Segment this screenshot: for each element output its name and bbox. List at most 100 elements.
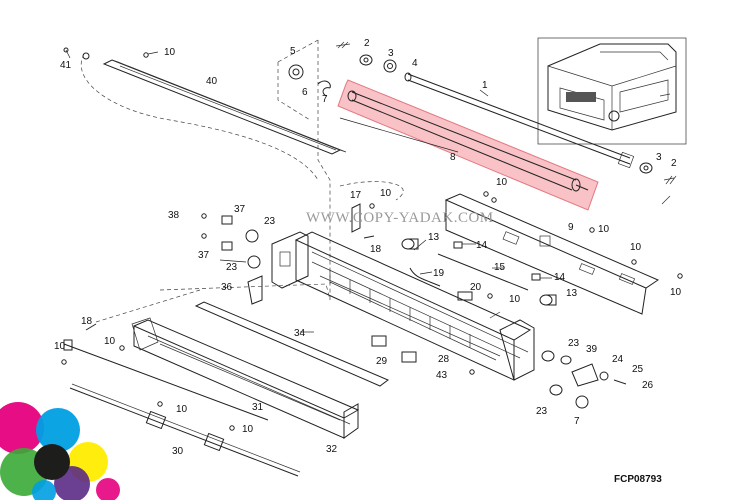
label-17: 17 bbox=[350, 190, 362, 201]
parts-right-bottom bbox=[541, 350, 627, 409]
label-1: 1 bbox=[482, 80, 488, 91]
arrow-right bbox=[661, 195, 671, 205]
label-8: 8 bbox=[450, 152, 456, 163]
plate-34 bbox=[194, 301, 389, 387]
label-20: 20 bbox=[470, 282, 482, 293]
label-30: 30 bbox=[172, 446, 184, 457]
figure-code: FCP08793 bbox=[614, 474, 662, 485]
label-15: 15 bbox=[494, 262, 506, 273]
parts-37-23-38 bbox=[201, 213, 261, 269]
cable-19 bbox=[409, 267, 441, 287]
guide-line-17 bbox=[339, 181, 404, 201]
screw-43 bbox=[469, 369, 475, 375]
label-10-g: 10 bbox=[509, 294, 521, 305]
shaft-31-end bbox=[63, 339, 73, 351]
label-2-top: 2 bbox=[364, 38, 370, 49]
label-3-top: 3 bbox=[388, 48, 394, 59]
guide-line-3 bbox=[277, 62, 311, 121]
screw-10-20 bbox=[487, 293, 493, 299]
spring-2-top bbox=[335, 41, 351, 49]
clip-6 bbox=[317, 80, 331, 89]
label-13-a: 13 bbox=[428, 232, 440, 243]
label-10-d: 10 bbox=[598, 224, 610, 235]
label-38: 38 bbox=[168, 210, 180, 221]
label-18-b: 18 bbox=[81, 316, 93, 327]
label-3-right: 3 bbox=[656, 152, 662, 163]
label-23-a: 23 bbox=[264, 216, 276, 227]
label-37-b: 37 bbox=[198, 250, 210, 261]
label-5: 5 bbox=[290, 46, 296, 57]
roller-30 bbox=[69, 383, 301, 477]
screw-10-17 bbox=[369, 203, 375, 209]
plate-9 bbox=[444, 193, 660, 315]
label-10-e: 10 bbox=[630, 242, 642, 253]
bracket-17 bbox=[351, 203, 361, 233]
label-23-c: 23 bbox=[568, 338, 580, 349]
label-10-c: 10 bbox=[496, 177, 508, 188]
label-28: 28 bbox=[438, 354, 450, 365]
label-10-b: 10 bbox=[380, 188, 392, 199]
label-10-f: 10 bbox=[670, 287, 682, 298]
label-10-k: 10 bbox=[242, 424, 254, 435]
bushing-3-right bbox=[639, 162, 653, 174]
label-13-b: 13 bbox=[566, 288, 578, 299]
label-26: 26 bbox=[642, 380, 654, 391]
pin-18-lower bbox=[85, 323, 97, 331]
label-4: 4 bbox=[412, 58, 418, 69]
bearing-14-right bbox=[531, 273, 541, 281]
label-36: 36 bbox=[221, 282, 233, 293]
label-18-a: 18 bbox=[370, 244, 382, 255]
label-25: 25 bbox=[632, 364, 644, 375]
label-39: 39 bbox=[586, 344, 598, 355]
frame-28 bbox=[271, 231, 535, 381]
printer-inset bbox=[537, 37, 687, 145]
logo-circles bbox=[0, 402, 120, 500]
label-41: 41 bbox=[60, 60, 72, 71]
part-labels: 1 2 2 3 3 4 5 6 7 7 8 9 10 10 10 10 10 1… bbox=[54, 38, 682, 457]
guide-line-4 bbox=[159, 283, 331, 301]
label-10-i: 10 bbox=[104, 336, 116, 347]
label-7-bottom: 7 bbox=[574, 416, 580, 427]
arrow-20 bbox=[489, 311, 501, 319]
label-31: 31 bbox=[252, 402, 264, 413]
label-7-top: 7 bbox=[322, 94, 328, 105]
frame-32 bbox=[131, 317, 360, 439]
roller-8-highlighted bbox=[337, 79, 599, 211]
label-24: 24 bbox=[612, 354, 624, 365]
label-23-d: 23 bbox=[536, 406, 548, 417]
roller-13-right bbox=[539, 294, 557, 306]
guide-line-5 bbox=[95, 289, 201, 323]
label-10-a: 10 bbox=[164, 47, 176, 58]
guide-line-2 bbox=[277, 39, 319, 63]
label-23-b: 23 bbox=[226, 262, 238, 273]
screws-10-lower bbox=[61, 345, 235, 431]
label-14-b: 14 bbox=[554, 272, 566, 283]
label-2-right: 2 bbox=[671, 158, 677, 169]
bushing-3-top bbox=[359, 54, 373, 66]
roller-1 bbox=[404, 72, 635, 169]
bearing-14-left bbox=[453, 241, 463, 249]
bar-40 bbox=[63, 47, 347, 181]
label-34: 34 bbox=[294, 328, 306, 339]
gear-5 bbox=[288, 64, 304, 80]
watermark: WWW.COPY-YADAK.COM bbox=[306, 210, 494, 226]
bracket-36 bbox=[247, 275, 263, 305]
shaft-15 bbox=[437, 253, 529, 291]
label-29: 29 bbox=[376, 356, 388, 367]
screws-10-plate bbox=[483, 191, 683, 279]
label-40: 40 bbox=[206, 76, 218, 87]
label-6: 6 bbox=[302, 87, 308, 98]
part-20 bbox=[457, 291, 473, 301]
clip-7 bbox=[322, 87, 331, 97]
label-9: 9 bbox=[568, 222, 574, 233]
parts-29 bbox=[371, 335, 417, 363]
label-10-j: 10 bbox=[176, 404, 188, 415]
roller-13-left bbox=[401, 238, 419, 250]
label-32: 32 bbox=[326, 444, 338, 455]
label-37-a: 37 bbox=[234, 204, 246, 215]
shaft-31 bbox=[63, 343, 269, 421]
leader-lines bbox=[219, 89, 552, 333]
label-19: 19 bbox=[433, 268, 445, 279]
label-14-a: 14 bbox=[476, 240, 488, 251]
